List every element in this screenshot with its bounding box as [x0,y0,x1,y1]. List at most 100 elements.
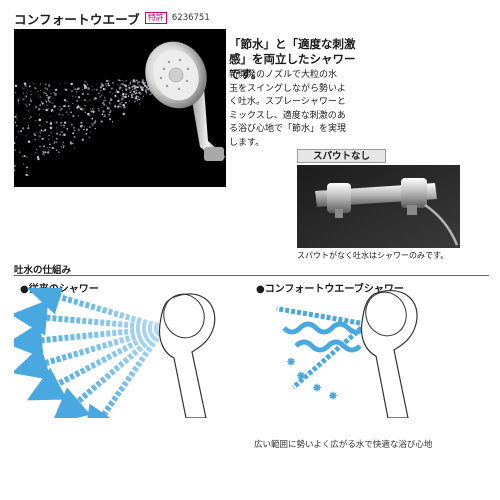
water-droplet [67,113,69,115]
water-droplet [52,111,54,113]
water-droplet [123,106,126,109]
water-droplet [104,82,107,85]
water-droplet [88,136,91,139]
water-droplet [138,98,140,101]
water-droplet [114,104,117,107]
water-droplet [81,127,83,129]
water-droplet [140,88,142,90]
water-droplet [65,128,69,131]
water-droplet [121,89,123,91]
water-droplet [38,107,41,111]
water-droplet [139,93,141,95]
water-droplet [124,88,128,91]
water-droplet [60,107,63,110]
water-droplet [53,91,56,94]
water-droplet [15,125,17,127]
water-droplet [25,166,29,169]
water-droplet [116,96,118,98]
section-title: 吐水の仕組み [14,265,72,276]
water-droplet [53,105,56,108]
water-droplet [45,92,47,95]
description-line: る浴び心地で「節水」を実現 [229,124,347,135]
water-droplet [62,145,65,147]
water-droplet [114,105,116,107]
water-droplet [65,111,68,114]
water-droplet [87,93,89,96]
water-droplet [36,155,40,159]
water-droplet [91,107,94,111]
water-droplet [26,90,28,91]
water-droplet [21,155,24,158]
water-droplet [39,83,42,85]
water-droplet [99,96,101,98]
shower-head-outline [158,293,216,418]
shower-spray-photo [14,29,226,187]
water-droplet [73,87,75,89]
water-droplet [51,136,53,138]
water-droplet [61,142,63,144]
water-droplet [83,126,86,128]
water-droplet [45,100,48,103]
water-droplet [112,92,113,94]
water-droplet [68,108,70,110]
water-droplet [34,108,36,110]
water-droplet [15,114,17,116]
water-droplet [103,114,107,117]
water-droplet [43,154,45,156]
product-name: コンフォートウエーブ [14,11,140,27]
water-droplet [104,88,106,90]
water-droplet [29,118,31,119]
water-droplet [48,134,50,137]
water-droplet [61,113,64,117]
water-droplet [134,97,137,100]
water-droplet [48,100,51,104]
feature-description: 新開発のノズルで大粒の水 玉をスイングしながら勢いよ く吐水。スプレーシャワーと… [229,69,366,151]
water-droplet [89,108,91,110]
water-droplet [103,103,106,106]
water-droplet [102,110,105,113]
water-droplet [95,88,98,91]
water-droplet [139,86,142,89]
water-droplet [88,113,91,117]
water-droplet [131,85,134,88]
water-droplet [121,92,125,96]
water-droplet [136,99,139,102]
water-droplet [81,92,84,95]
water-droplet [64,88,66,90]
water-droplet [137,82,139,84]
water-droplet [27,174,29,177]
water-droplet [123,98,125,100]
water-droplet [17,130,20,133]
water-droplet [77,96,81,99]
water-droplet [122,112,126,116]
water-droplet [146,92,148,94]
water-droplet [70,111,72,114]
mechanism-caption: 広い範囲に勢いよく広がる水で快適な浴び心地 [254,440,433,450]
water-droplet [117,79,121,82]
water-droplet [144,81,146,84]
water-droplet [102,88,105,91]
water-droplet [134,81,137,83]
water-droplet [91,122,94,126]
water-droplet [25,95,28,97]
water-droplet [74,112,76,114]
water-droplet [17,99,20,102]
water-droplet [49,95,52,98]
patent-badge: 特許 [144,12,167,24]
water-droplet [96,83,98,85]
water-droplet [15,92,17,94]
water-droplet [149,93,151,96]
water-droplet [29,115,32,119]
water-arrow [51,325,166,418]
water-droplet [128,87,131,90]
water-droplet [113,85,115,87]
water-droplet [35,131,37,133]
water-droplet [38,114,40,116]
water-droplet [101,106,103,108]
water-droplet [142,95,145,97]
water-droplet [104,96,106,98]
comfort-wave-shower-label: ●コンフォートウエーブシャワー [256,284,404,295]
water-droplet [133,87,137,90]
spout-label: スパウトなし [297,149,386,163]
water-droplet [49,116,51,117]
